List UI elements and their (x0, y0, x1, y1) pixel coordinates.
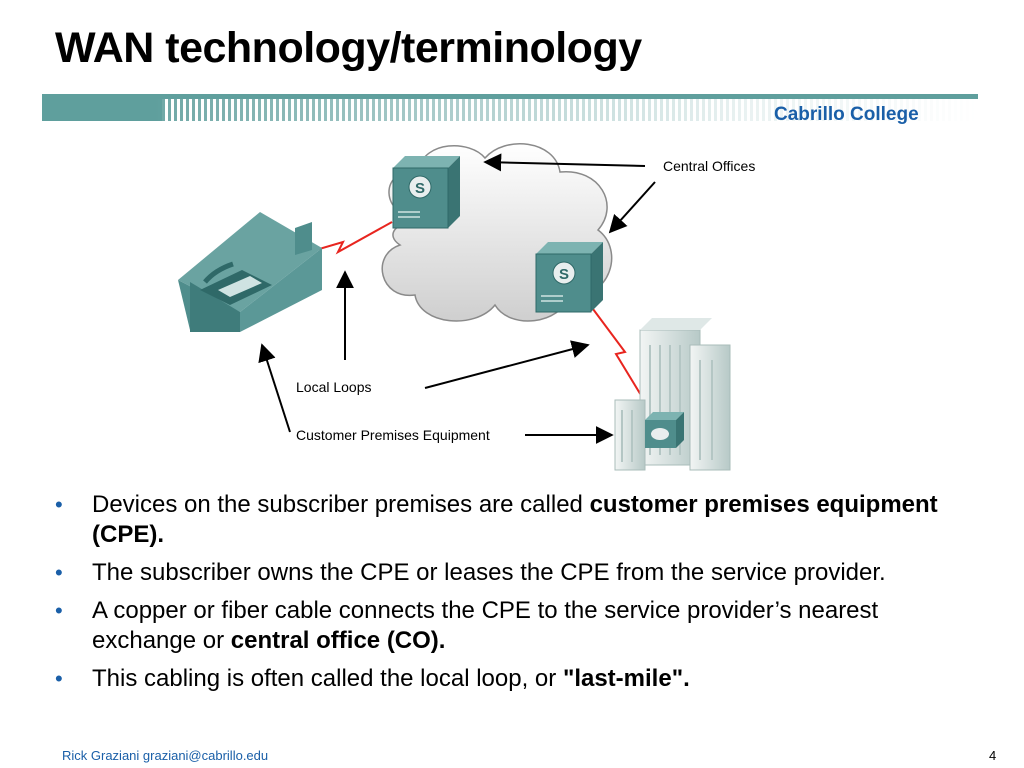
bullet-list: •Devices on the subscriber premises are … (55, 490, 975, 702)
annotation-arrows (258, 153, 656, 444)
arrow-co-2 (608, 181, 656, 234)
wan-diagram: S S (178, 143, 755, 471)
bullet-item: •A copper or fiber cable connects the CP… (55, 597, 879, 654)
central-office-switch-2: S (535, 242, 603, 313)
cpe-router-icon (645, 412, 684, 448)
label-cpe: Customer Premises Equipment (296, 427, 490, 443)
arrow-co-1 (483, 153, 646, 172)
arrow-local-loop-right (424, 340, 590, 389)
slide-title: WAN technology/terminology (55, 24, 642, 72)
central-office-switch-1: S (392, 156, 460, 229)
college-name: Cabrillo College (774, 104, 919, 125)
bullet-dot: • (55, 560, 63, 585)
switch-glyph-1: S (415, 180, 425, 197)
bullet-dot: • (55, 666, 63, 691)
home-icon (178, 212, 322, 332)
bullet-item: •Devices on the subscriber premises are … (55, 491, 938, 548)
switch-glyph-2: S (559, 266, 569, 283)
label-central-offices: Central Offices (663, 158, 755, 174)
bullet-dot: • (55, 492, 63, 517)
page-number: 4 (989, 748, 997, 763)
bullet-item: •The subscriber owns the CPE or leases t… (55, 559, 886, 586)
telephone-icon (200, 261, 272, 305)
local-loop-link-office (589, 304, 651, 411)
footer-author: Rick Graziani graziani@cabrillo.edu (62, 748, 269, 763)
bullet-item: •This cabling is often called the local … (55, 665, 690, 692)
office-building-icon (614, 318, 731, 471)
arrow-cpe-left (258, 343, 291, 433)
bullet-dot: • (55, 598, 63, 623)
label-local-loops: Local Loops (296, 379, 372, 395)
header-band (42, 94, 978, 121)
